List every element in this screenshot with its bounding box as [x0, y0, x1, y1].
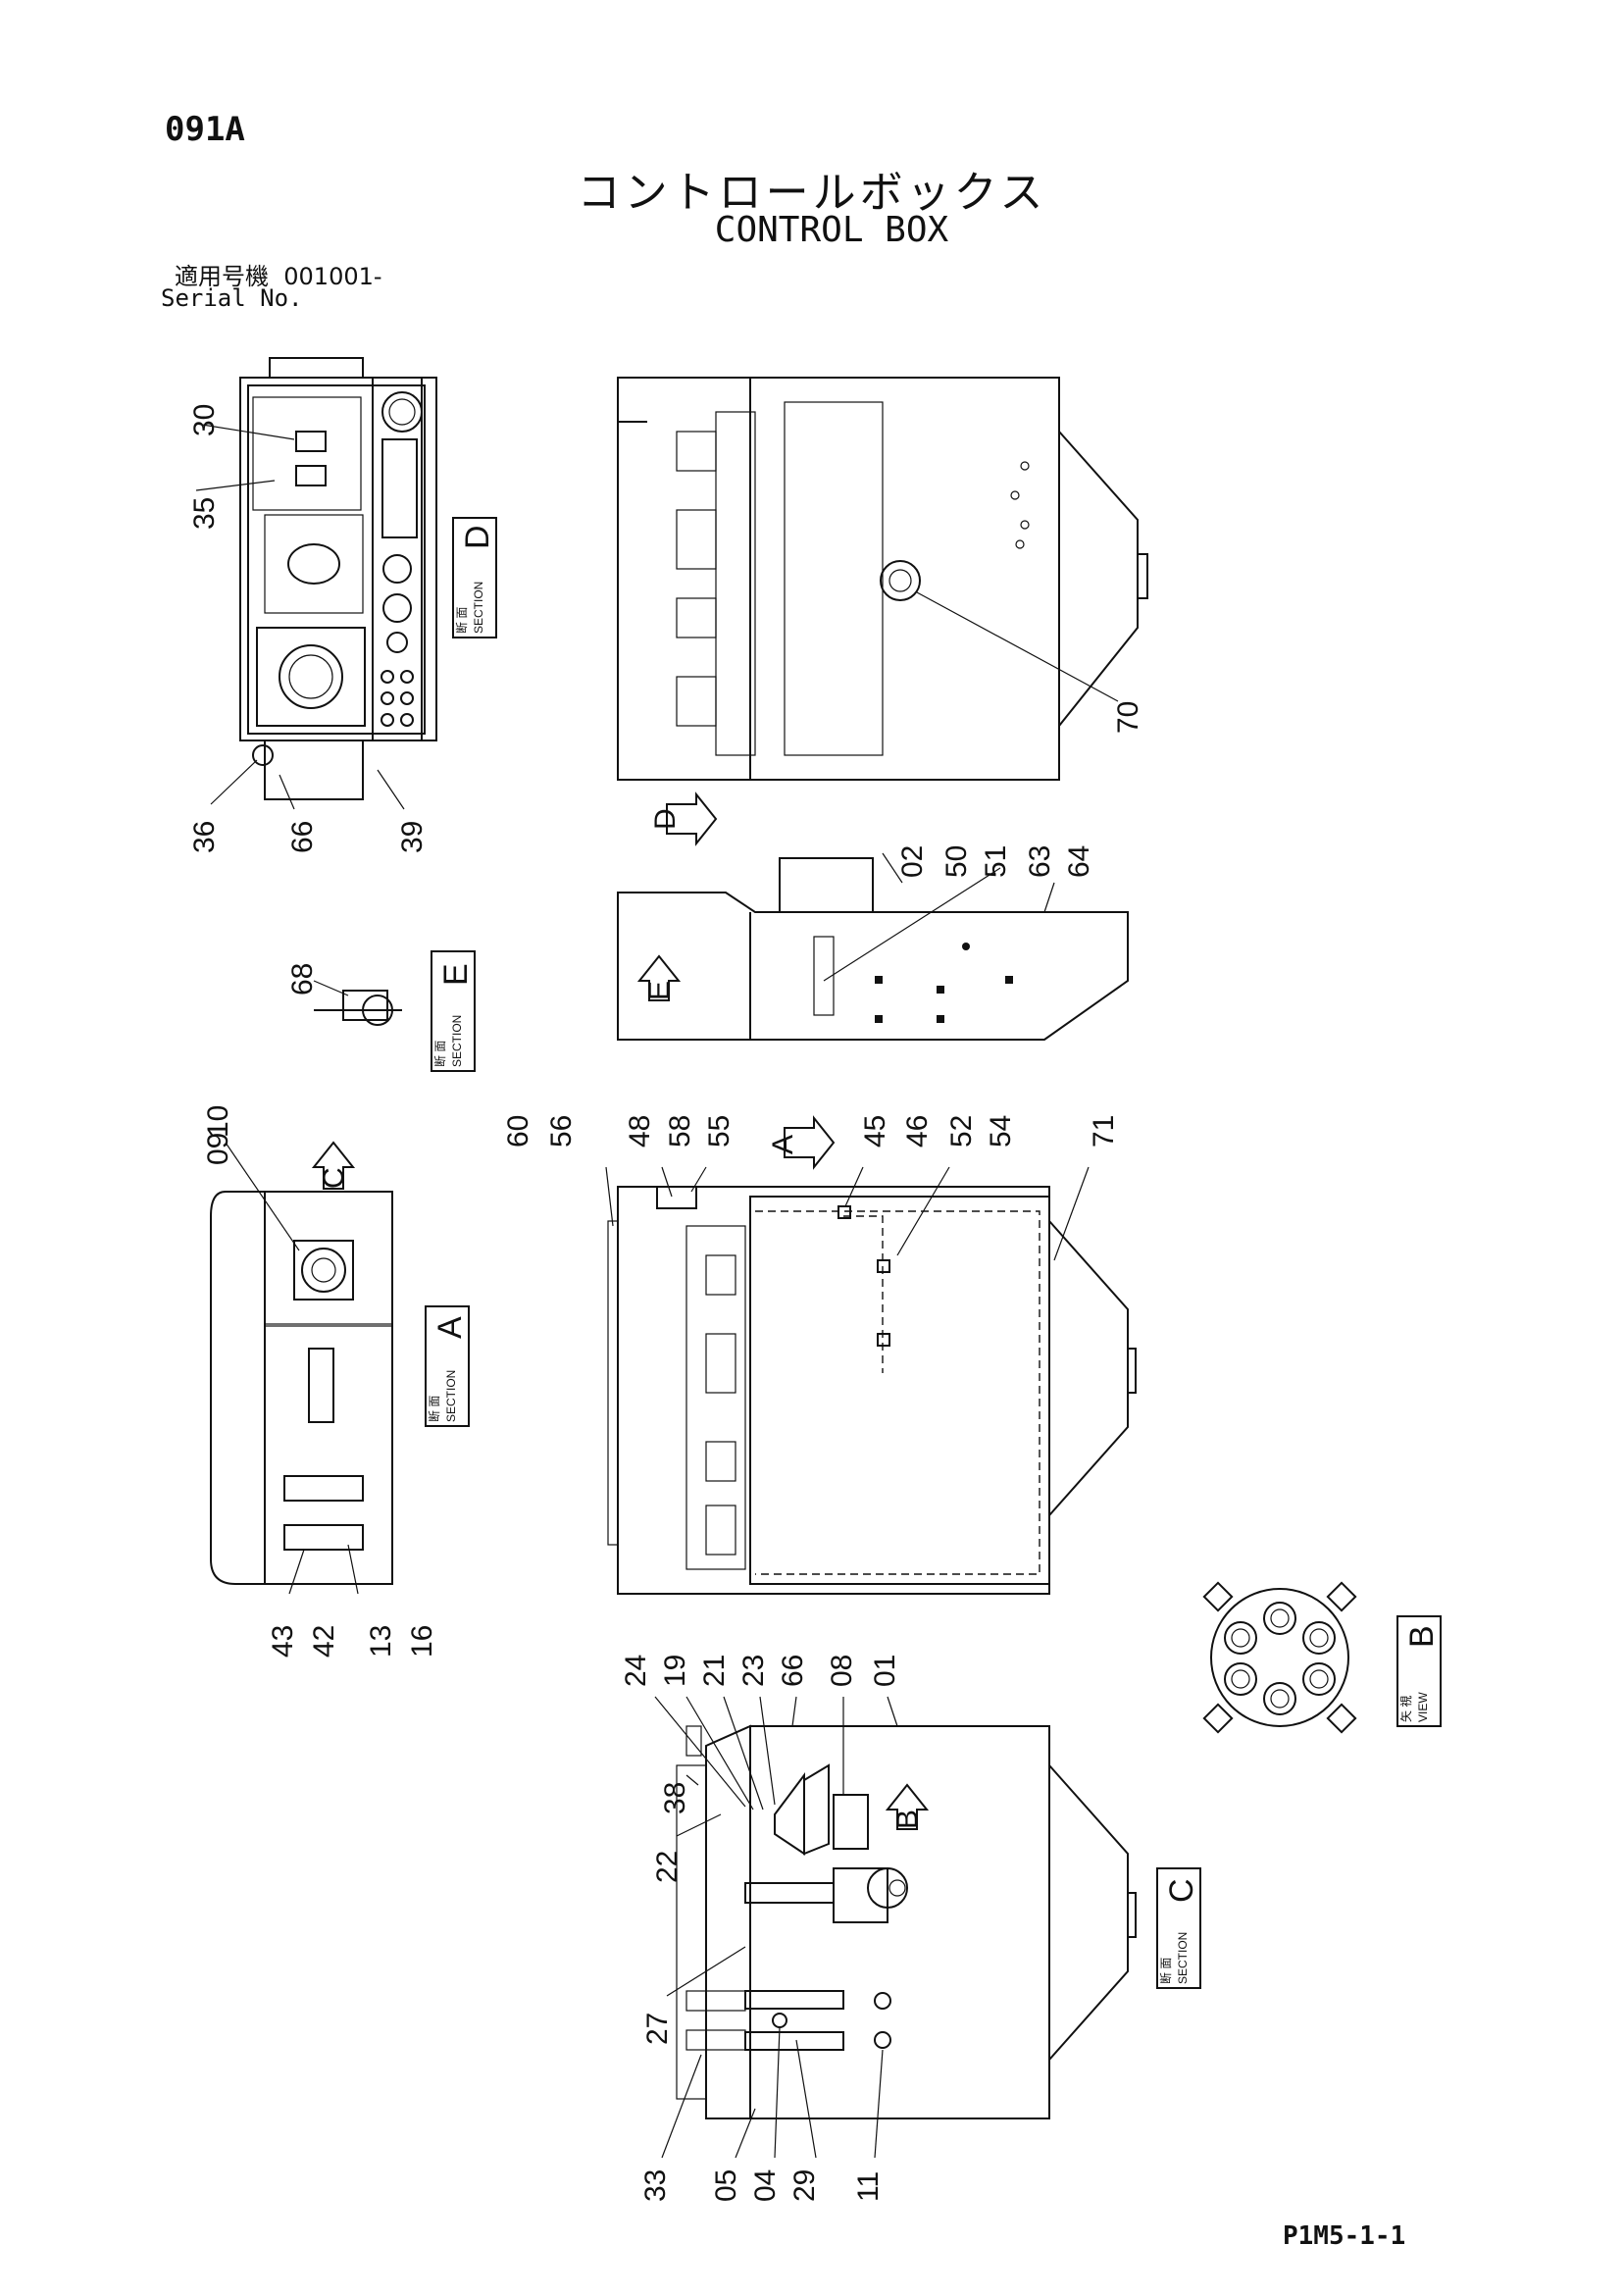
footer-code: P1M5-1-1 [1283, 2221, 1406, 2251]
part-label: 54 [985, 1115, 1017, 1148]
serial-label-japanese: 適用号機 [175, 263, 269, 290]
svg-text:D: D [649, 808, 682, 830]
part-labels-top-left: 30 35 36 66 39 [188, 404, 429, 853]
part-label: 35 [188, 497, 221, 530]
part-label: 71 [1088, 1115, 1120, 1148]
part-label: 38 [659, 1782, 691, 1814]
part-label: 58 [664, 1115, 696, 1148]
part-label: 16 [406, 1625, 438, 1658]
svg-text:A: A [767, 1135, 799, 1154]
part-label: 19 [659, 1655, 691, 1687]
part-label: 23 [737, 1655, 770, 1687]
svg-text:B: B [891, 1810, 924, 1829]
part-label: 43 [267, 1625, 299, 1658]
part-label: 27 [641, 2013, 674, 2045]
part-label: 66 [286, 821, 319, 853]
part-label: 13 [365, 1625, 397, 1658]
part-label: 09 [202, 1133, 234, 1165]
part-labels-middle-upper: 02 50 51 63 64 [896, 845, 1095, 878]
svg-text:A: A [431, 1316, 469, 1339]
svg-text:SECTION: SECTION [1176, 1932, 1190, 1984]
part-labels-section-c: 24 19 21 23 66 08 01 38 22 27 33 05 04 2… [620, 1655, 901, 2202]
svg-text:E: E [643, 981, 676, 1000]
svg-text:SECTION: SECTION [472, 582, 485, 634]
page-code: 091A [165, 110, 245, 149]
svg-text:D: D [459, 525, 496, 549]
view-b-connector: B 矢 視 VIEW [1202, 1581, 1442, 1734]
side-view-top: D [617, 377, 1148, 846]
part-label: 01 [869, 1655, 901, 1687]
section-c-view: B C 断 面 SECTION [654, 1696, 1201, 2159]
part-label: 02 [896, 845, 929, 878]
svg-text:E: E [437, 963, 475, 986]
svg-text:SECTION: SECTION [450, 1015, 464, 1067]
part-label: 50 [940, 845, 973, 878]
part-labels-middle-main: 60 56 48 58 55 45 46 52 54 71 [502, 1115, 1120, 1148]
svg-text:断 面: 断 面 [454, 607, 469, 634]
part-label: 51 [980, 845, 1012, 878]
part-labels-section-a: 10 09 43 42 13 16 [202, 1105, 438, 1658]
serial-label-english: Serial No. [161, 284, 303, 312]
part-label: 08 [826, 1655, 858, 1687]
side-view-middle: E [617, 852, 1129, 1041]
part-label: 68 [286, 963, 319, 995]
part-label: 70 [1112, 701, 1144, 734]
part-label: 52 [945, 1115, 978, 1148]
control-panel-view [195, 357, 437, 810]
part-label: 48 [624, 1115, 656, 1148]
part-label: 60 [502, 1115, 534, 1148]
part-label: 33 [639, 2169, 672, 2202]
part-label: 22 [651, 1851, 684, 1883]
part-label: 05 [710, 2169, 742, 2202]
part-label: 36 [188, 821, 221, 853]
section-a-detail: C A 断 面 SECTION [210, 1141, 470, 1595]
part-label: 63 [1024, 845, 1056, 878]
svg-text:B: B [1403, 1625, 1441, 1648]
part-label: 55 [703, 1115, 736, 1148]
part-label: 10 [202, 1105, 234, 1138]
svg-text:断 面: 断 面 [427, 1396, 441, 1422]
serial-value: 001001- [283, 263, 382, 290]
svg-text:VIEW: VIEW [1416, 1692, 1430, 1722]
part-label: 56 [545, 1115, 578, 1148]
serial-line-japanese: 適用号機 001001- [175, 257, 382, 291]
part-label: 30 [188, 404, 221, 436]
title-english: CONTROL BOX [714, 210, 949, 250]
svg-text:断 面: 断 面 [432, 1041, 447, 1067]
section-d-label: D 断 面 SECTION [452, 517, 497, 638]
part-label: 24 [620, 1655, 652, 1687]
section-e-detail: 68 E 断 面 SECTION [286, 950, 476, 1072]
part-label: 45 [859, 1115, 891, 1148]
part-label: 46 [901, 1115, 934, 1148]
part-label: 39 [396, 821, 429, 853]
side-view-main: A [605, 1115, 1137, 1595]
svg-text:C: C [318, 1167, 350, 1189]
part-label: 29 [788, 2169, 821, 2202]
part-label: 11 [852, 2171, 885, 2202]
svg-text:SECTION: SECTION [444, 1370, 458, 1422]
part-label: 42 [308, 1625, 340, 1658]
part-label: 64 [1063, 845, 1095, 878]
part-label: 21 [698, 1655, 731, 1687]
part-label: 04 [749, 2169, 782, 2202]
svg-text:断 面: 断 面 [1158, 1958, 1173, 1984]
part-label: 66 [777, 1655, 809, 1687]
svg-text:C: C [1163, 1878, 1200, 1903]
svg-text:矢 視: 矢 視 [1398, 1696, 1413, 1722]
title-japanese: コントロールボックス [577, 168, 1047, 218]
